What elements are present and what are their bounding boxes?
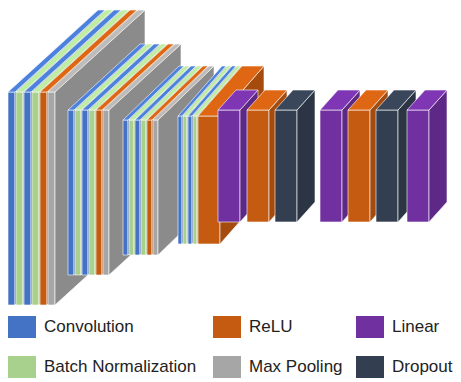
layer-front-face bbox=[123, 120, 128, 255]
layer-front-face bbox=[103, 110, 109, 275]
layer-front-face bbox=[68, 110, 74, 275]
legend-entry: ReLU bbox=[213, 316, 292, 338]
layer-front-face bbox=[183, 116, 187, 244]
layer-front-face bbox=[348, 110, 370, 222]
layer-side-face bbox=[55, 10, 145, 305]
layer-front-face bbox=[16, 92, 23, 305]
legend-swatch bbox=[8, 316, 36, 338]
legend-label: Dropout bbox=[392, 356, 452, 378]
legend-entry: Dropout bbox=[356, 356, 452, 378]
layer-side-face bbox=[297, 90, 315, 222]
layer-front-face bbox=[96, 110, 102, 275]
layer-front-face bbox=[141, 120, 146, 255]
layer-front-face bbox=[275, 110, 297, 222]
legend-entry: Convolution bbox=[8, 316, 134, 338]
layer-front-face bbox=[320, 110, 342, 222]
legend-label: Max Pooling bbox=[249, 356, 343, 378]
layer-front-face bbox=[32, 92, 39, 305]
layer-front-face bbox=[178, 116, 182, 244]
layer-front-face bbox=[40, 92, 47, 305]
legend-swatch bbox=[356, 356, 384, 378]
legend-label: Linear bbox=[392, 316, 439, 338]
layer-side-face bbox=[429, 90, 447, 222]
legend-label: ReLU bbox=[249, 316, 292, 338]
layer-front-face bbox=[407, 110, 429, 222]
layer-front-face bbox=[89, 110, 95, 275]
layer-front-face bbox=[247, 110, 269, 222]
layer-front-face bbox=[193, 116, 197, 244]
layer-front-face bbox=[129, 120, 134, 255]
layer-front-face bbox=[8, 92, 15, 305]
layer-front-face bbox=[24, 92, 31, 305]
layer-front-face bbox=[188, 116, 192, 244]
legend-label: Batch Normalization bbox=[44, 356, 196, 378]
layer-front-face bbox=[153, 120, 158, 255]
layer-front-face bbox=[48, 92, 55, 305]
legend-swatch bbox=[213, 356, 241, 378]
layer-front-face bbox=[198, 116, 220, 244]
legend-swatch bbox=[213, 316, 241, 338]
layer-front-face bbox=[376, 110, 398, 222]
layer-front-face bbox=[75, 110, 81, 275]
legend-entry: Linear bbox=[356, 316, 439, 338]
legend-swatch bbox=[8, 356, 36, 378]
legend-entry: Max Pooling bbox=[213, 356, 343, 378]
legend-entry: Batch Normalization bbox=[8, 356, 196, 378]
layer-front-face bbox=[147, 120, 152, 255]
legend-label: Convolution bbox=[44, 316, 134, 338]
layer-front-face bbox=[135, 120, 140, 255]
legend-swatch bbox=[356, 316, 384, 338]
layer-top-face bbox=[407, 90, 447, 110]
layer-front-face bbox=[82, 110, 88, 275]
layer-front-face bbox=[218, 110, 240, 222]
layer-top-face bbox=[275, 90, 315, 110]
